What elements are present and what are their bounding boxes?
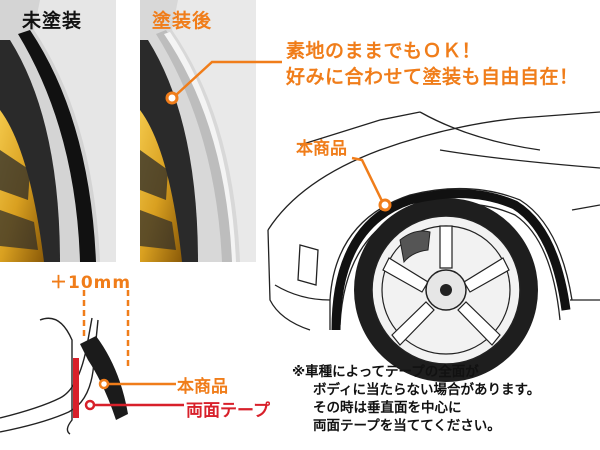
note-line-3: その時は垂直面を中心に — [313, 400, 462, 416]
callout-line-headline — [175, 60, 282, 96]
product-fender-trim — [331, 189, 571, 331]
headline-line-1: 素地のままでもＯＫ！ — [286, 40, 482, 62]
product-label-section: 本商品 — [177, 377, 228, 397]
painted-wheel-illustration — [140, 0, 256, 262]
product-label-car: 本商品 — [296, 139, 347, 159]
tape-profile — [73, 358, 79, 418]
unpainted-photo — [0, 0, 116, 262]
label-painted: 塗装後 — [152, 10, 213, 32]
dimension-label: ＋10mm — [50, 273, 132, 293]
callout-dot-painted — [165, 91, 179, 105]
note-line-1: ※車種によってテープの全面が — [292, 364, 479, 380]
painted-photo — [140, 0, 256, 262]
cross-section-diagram — [0, 290, 184, 435]
callout-line-product-car — [351, 156, 384, 202]
callout-dot-product-car — [378, 198, 392, 212]
note-line-4: 両面テープを当ててください。 — [313, 418, 501, 434]
headline-line-2: 好みに合わせて塗装も自由自在！ — [286, 66, 579, 88]
tape-label: 両面テープ — [186, 401, 270, 421]
label-unpainted: 未塗装 — [22, 10, 83, 32]
car-wheel-drawing — [354, 198, 538, 382]
unpainted-wheel-illustration — [0, 0, 116, 262]
note-line-2: ボディに当たらない場合があります。 — [313, 382, 541, 398]
